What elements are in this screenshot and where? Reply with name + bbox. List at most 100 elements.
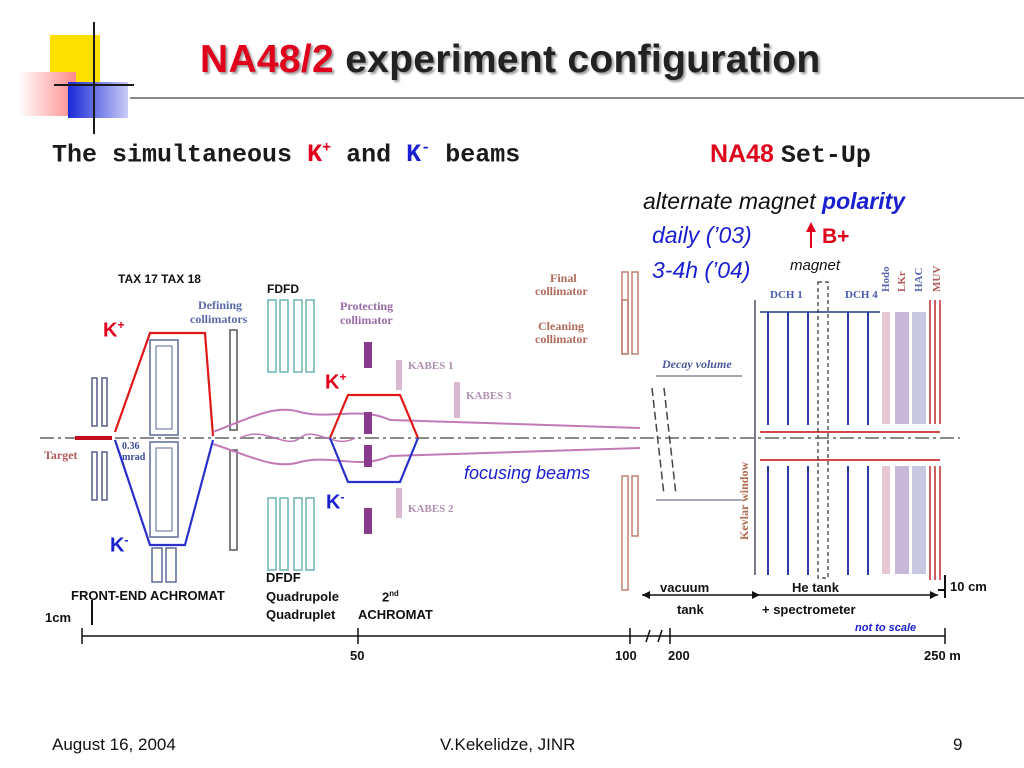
protecting-label-2: collimator: [340, 313, 393, 327]
front-end-achromat-label: FRONT-END ACHROMAT: [71, 588, 225, 603]
protecting-collimator-3: [364, 445, 372, 467]
achromat-magnet-lower: [149, 441, 179, 538]
tax-block-1: [91, 377, 98, 427]
decay-break-1: [651, 387, 665, 496]
final-collimator-blocks: [621, 271, 639, 591]
angle-label-2: mrad: [122, 452, 146, 463]
subtitle-kminus: K-: [406, 140, 431, 170]
footer-page-number: 9: [953, 735, 963, 754]
footer-date: August 16, 2004: [52, 735, 176, 754]
spectrometer-label: + spectrometer: [762, 602, 856, 617]
subtitle-left: The simultaneous K+ and K- beams: [52, 140, 520, 169]
title-rest: experiment configuration: [345, 38, 821, 81]
defining-collimator-upper: [229, 329, 238, 431]
ten-cm-label: 10 cm: [950, 579, 987, 594]
achromat-block-bottom-2: [165, 547, 177, 583]
achromat-magnet-upper-inner: [155, 345, 173, 430]
title-accent: NA48/2: [200, 38, 335, 81]
subtitle-na48: NA48: [710, 140, 774, 168]
bfield-label: B+: [822, 225, 850, 248]
final-label-2: collimator: [535, 284, 588, 298]
bfield-arrowhead: [806, 222, 816, 232]
subtitle-setup: Set-Up: [780, 141, 871, 170]
focusing-beams-label: focusing beams: [464, 463, 591, 483]
kplus-beam-path: [113, 331, 215, 437]
hac-block: [912, 312, 926, 424]
tax-block-2: [101, 377, 108, 427]
beam-envelope-lower: [212, 443, 641, 466]
page-title: NA48/2 experiment configuration: [200, 38, 820, 82]
magnet-dashed-box: [817, 281, 829, 579]
tax-block-4: [101, 451, 108, 501]
vacuum-arrowhead-right: [752, 591, 760, 599]
decay-volume-label: Decay volume: [661, 357, 732, 371]
hac-block-lower: [912, 466, 926, 574]
daily-note: daily (’03): [652, 222, 752, 248]
lkr-block-lower: [895, 466, 909, 574]
one-cm-label: 1cm: [45, 610, 72, 625]
hodo-block-lower: [882, 466, 890, 574]
hodo-label: Hodo: [880, 266, 892, 292]
he-tank-label: He tank: [792, 580, 839, 595]
quadrupole-label: Quadrupole: [266, 589, 339, 604]
defining-collimator-lower: [229, 449, 238, 551]
fdfd-label: FDFD: [267, 282, 299, 296]
decor-red-gradient: [18, 72, 76, 116]
hours-note: 3-4h (’04): [652, 257, 751, 283]
defining-label-1: Defining: [198, 298, 242, 312]
lkr-label: LKr: [896, 271, 908, 292]
vacuum-arrowhead-left: [642, 591, 650, 599]
alternate-text: alternate magnet: [643, 188, 816, 214]
decor-corner: [0, 0, 140, 140]
angle-label-1: 0.36: [122, 441, 140, 452]
quadruplet-label: Quadruplet: [266, 607, 336, 622]
magnet-label: magnet: [790, 257, 841, 274]
kminus-second-path: [328, 437, 420, 484]
decor-blue-square: [68, 82, 128, 118]
muv-block-lower: [929, 466, 941, 580]
kabes1-station: [396, 360, 402, 390]
kplus-label-2: K+: [325, 370, 347, 394]
axis-break-2: [657, 629, 663, 643]
kminus-label-2: K-: [326, 490, 345, 514]
kminus-label-1: K-: [110, 533, 129, 557]
kabes1-label: KABES 1: [408, 360, 454, 372]
he-arrowhead-right: [930, 591, 938, 599]
kplus-label-1: K+: [103, 318, 125, 342]
decor-vline: [93, 22, 95, 134]
lkr-block: [895, 312, 909, 424]
polarity-text: polarity: [822, 188, 906, 214]
decor-hline: [54, 84, 134, 86]
beam-envelope-mid: [239, 433, 356, 443]
dch-lines-lower: [767, 466, 869, 575]
hodo-block: [882, 312, 890, 424]
axis-label-100: 100: [615, 648, 637, 663]
beam-envelope-upper: [212, 408, 641, 433]
protecting-label-1: Protecting: [340, 299, 393, 313]
muv-block: [929, 300, 941, 424]
kabes3-station: [454, 382, 460, 418]
achromat-label: ACHROMAT: [358, 607, 433, 622]
tax-label: TAX 17 TAX 18: [118, 272, 201, 286]
final-label-1: Final: [550, 271, 577, 285]
achromat-magnet-upper: [149, 339, 179, 436]
target-label: Target: [44, 448, 78, 462]
subtitle-beams: beams: [445, 140, 521, 170]
achromat-block-bottom: [151, 547, 163, 583]
protecting-collimator-2: [364, 412, 372, 434]
achromat-magnet-lower-inner: [155, 447, 173, 532]
kminus-beam-path: [113, 439, 215, 547]
kevlar-label: Kevlar window: [737, 462, 751, 540]
subtitle-kplus: K+: [307, 140, 332, 170]
kabes3-label: KABES 3: [466, 390, 512, 402]
vacuum-label: vacuum: [660, 580, 710, 595]
kplus-second-path: [328, 393, 420, 439]
dch-lines-upper: [767, 312, 869, 425]
fdfd-quadrupoles: [267, 299, 315, 571]
cleaning-label-1: Cleaning: [538, 319, 584, 333]
dch1-label: DCH 1: [770, 289, 803, 301]
protecting-collimator-1: [364, 342, 372, 368]
subtitle-and: and: [346, 140, 392, 170]
kabes2-label: KABES 2: [408, 503, 454, 515]
